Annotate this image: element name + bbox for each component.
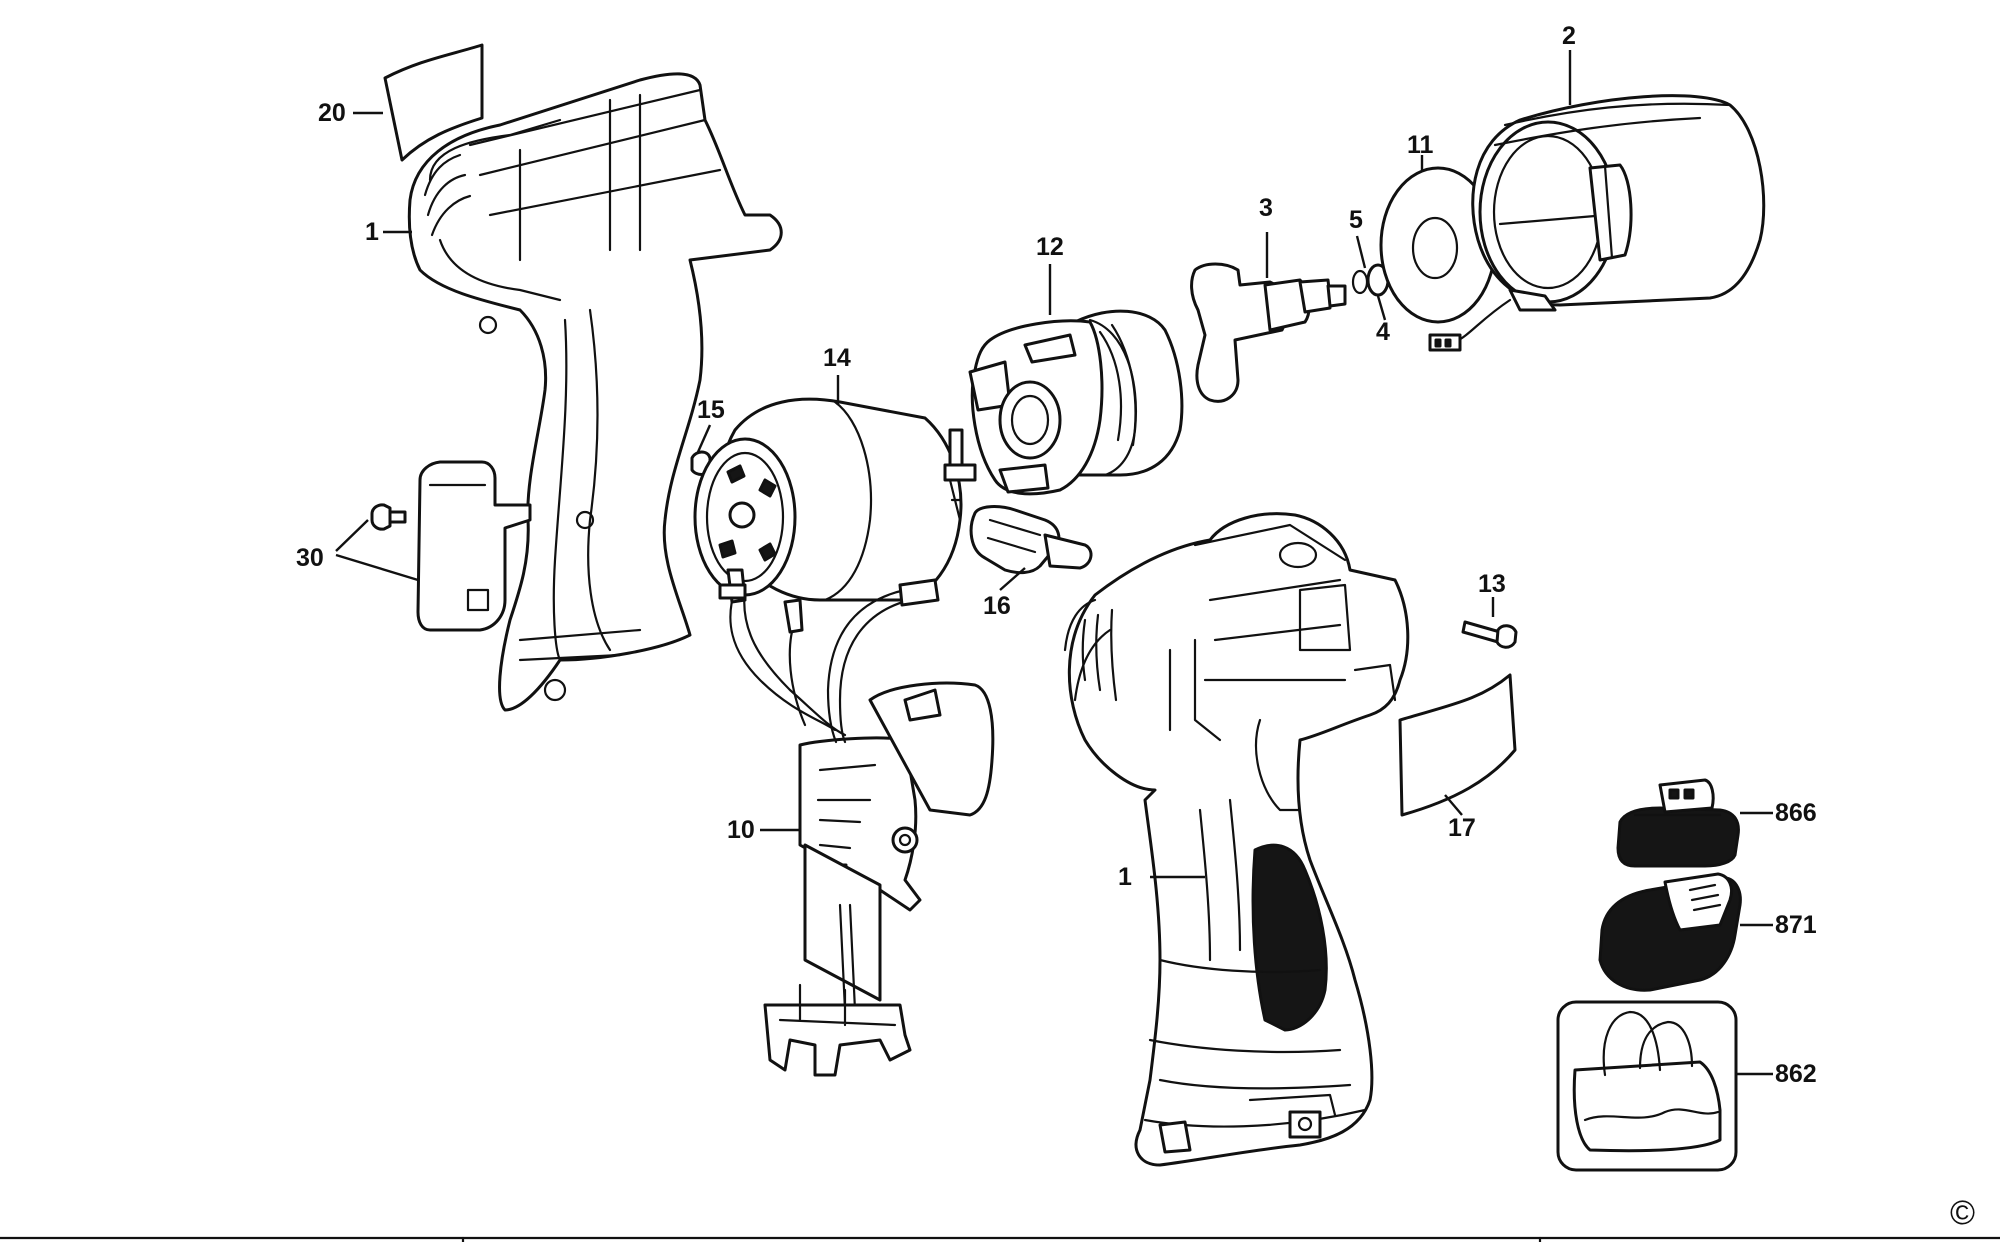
label-sheet-part-17 — [1398, 673, 1517, 817]
leader-lines — [335, 50, 1773, 1076]
part-label-20: 20 — [318, 99, 346, 127]
part-label-15: 15 — [697, 396, 725, 424]
part-label-3: 3 — [1259, 194, 1273, 222]
part-label-2: 2 — [1562, 22, 1576, 50]
screw-part-30 — [370, 503, 407, 531]
part-label-13: 13 — [1478, 570, 1506, 598]
switch-part-10 — [718, 568, 995, 1077]
part-label-4: 4 — [1376, 318, 1390, 346]
charger-part-871 — [1598, 872, 1742, 992]
motor-part-14 — [693, 397, 977, 602]
part-label-862: 862 — [1775, 1060, 1817, 1088]
part-label-1-left: 1 — [365, 218, 379, 246]
washer-part-4 — [1351, 269, 1369, 295]
part-label-12: 12 — [1036, 233, 1064, 261]
gear-housing-part-12 — [968, 309, 1184, 496]
part-label-17: 17 — [1448, 814, 1476, 842]
part-label-11: 11 — [1407, 131, 1434, 159]
part-label-866: 866 — [1775, 799, 1817, 827]
copyright-mark: © — [1950, 1194, 1976, 1232]
part-label-14: 14 — [823, 344, 851, 372]
anvil-part-3 — [1190, 262, 1347, 403]
housing-left-part-1 — [407, 72, 783, 712]
connector-part-16 — [969, 505, 1093, 575]
part-label-1-right: 1 — [1118, 863, 1132, 891]
part-label-871: 871 — [1775, 911, 1817, 939]
bracket-part-30 — [416, 460, 532, 632]
bag-part-862 — [1556, 1000, 1738, 1172]
part-label-16: 16 — [983, 592, 1011, 620]
housing-right-part-1 — [1063, 512, 1410, 1167]
nose-housing-part-2 — [1428, 94, 1766, 352]
battery-part-866 — [1616, 778, 1740, 868]
part-label-5: 5 — [1349, 206, 1363, 234]
part-label-30: 30 — [296, 544, 324, 572]
label-sheet-part-20 — [383, 43, 484, 162]
part-label-10: 10 — [727, 816, 755, 844]
screw-part-13 — [1461, 620, 1518, 649]
